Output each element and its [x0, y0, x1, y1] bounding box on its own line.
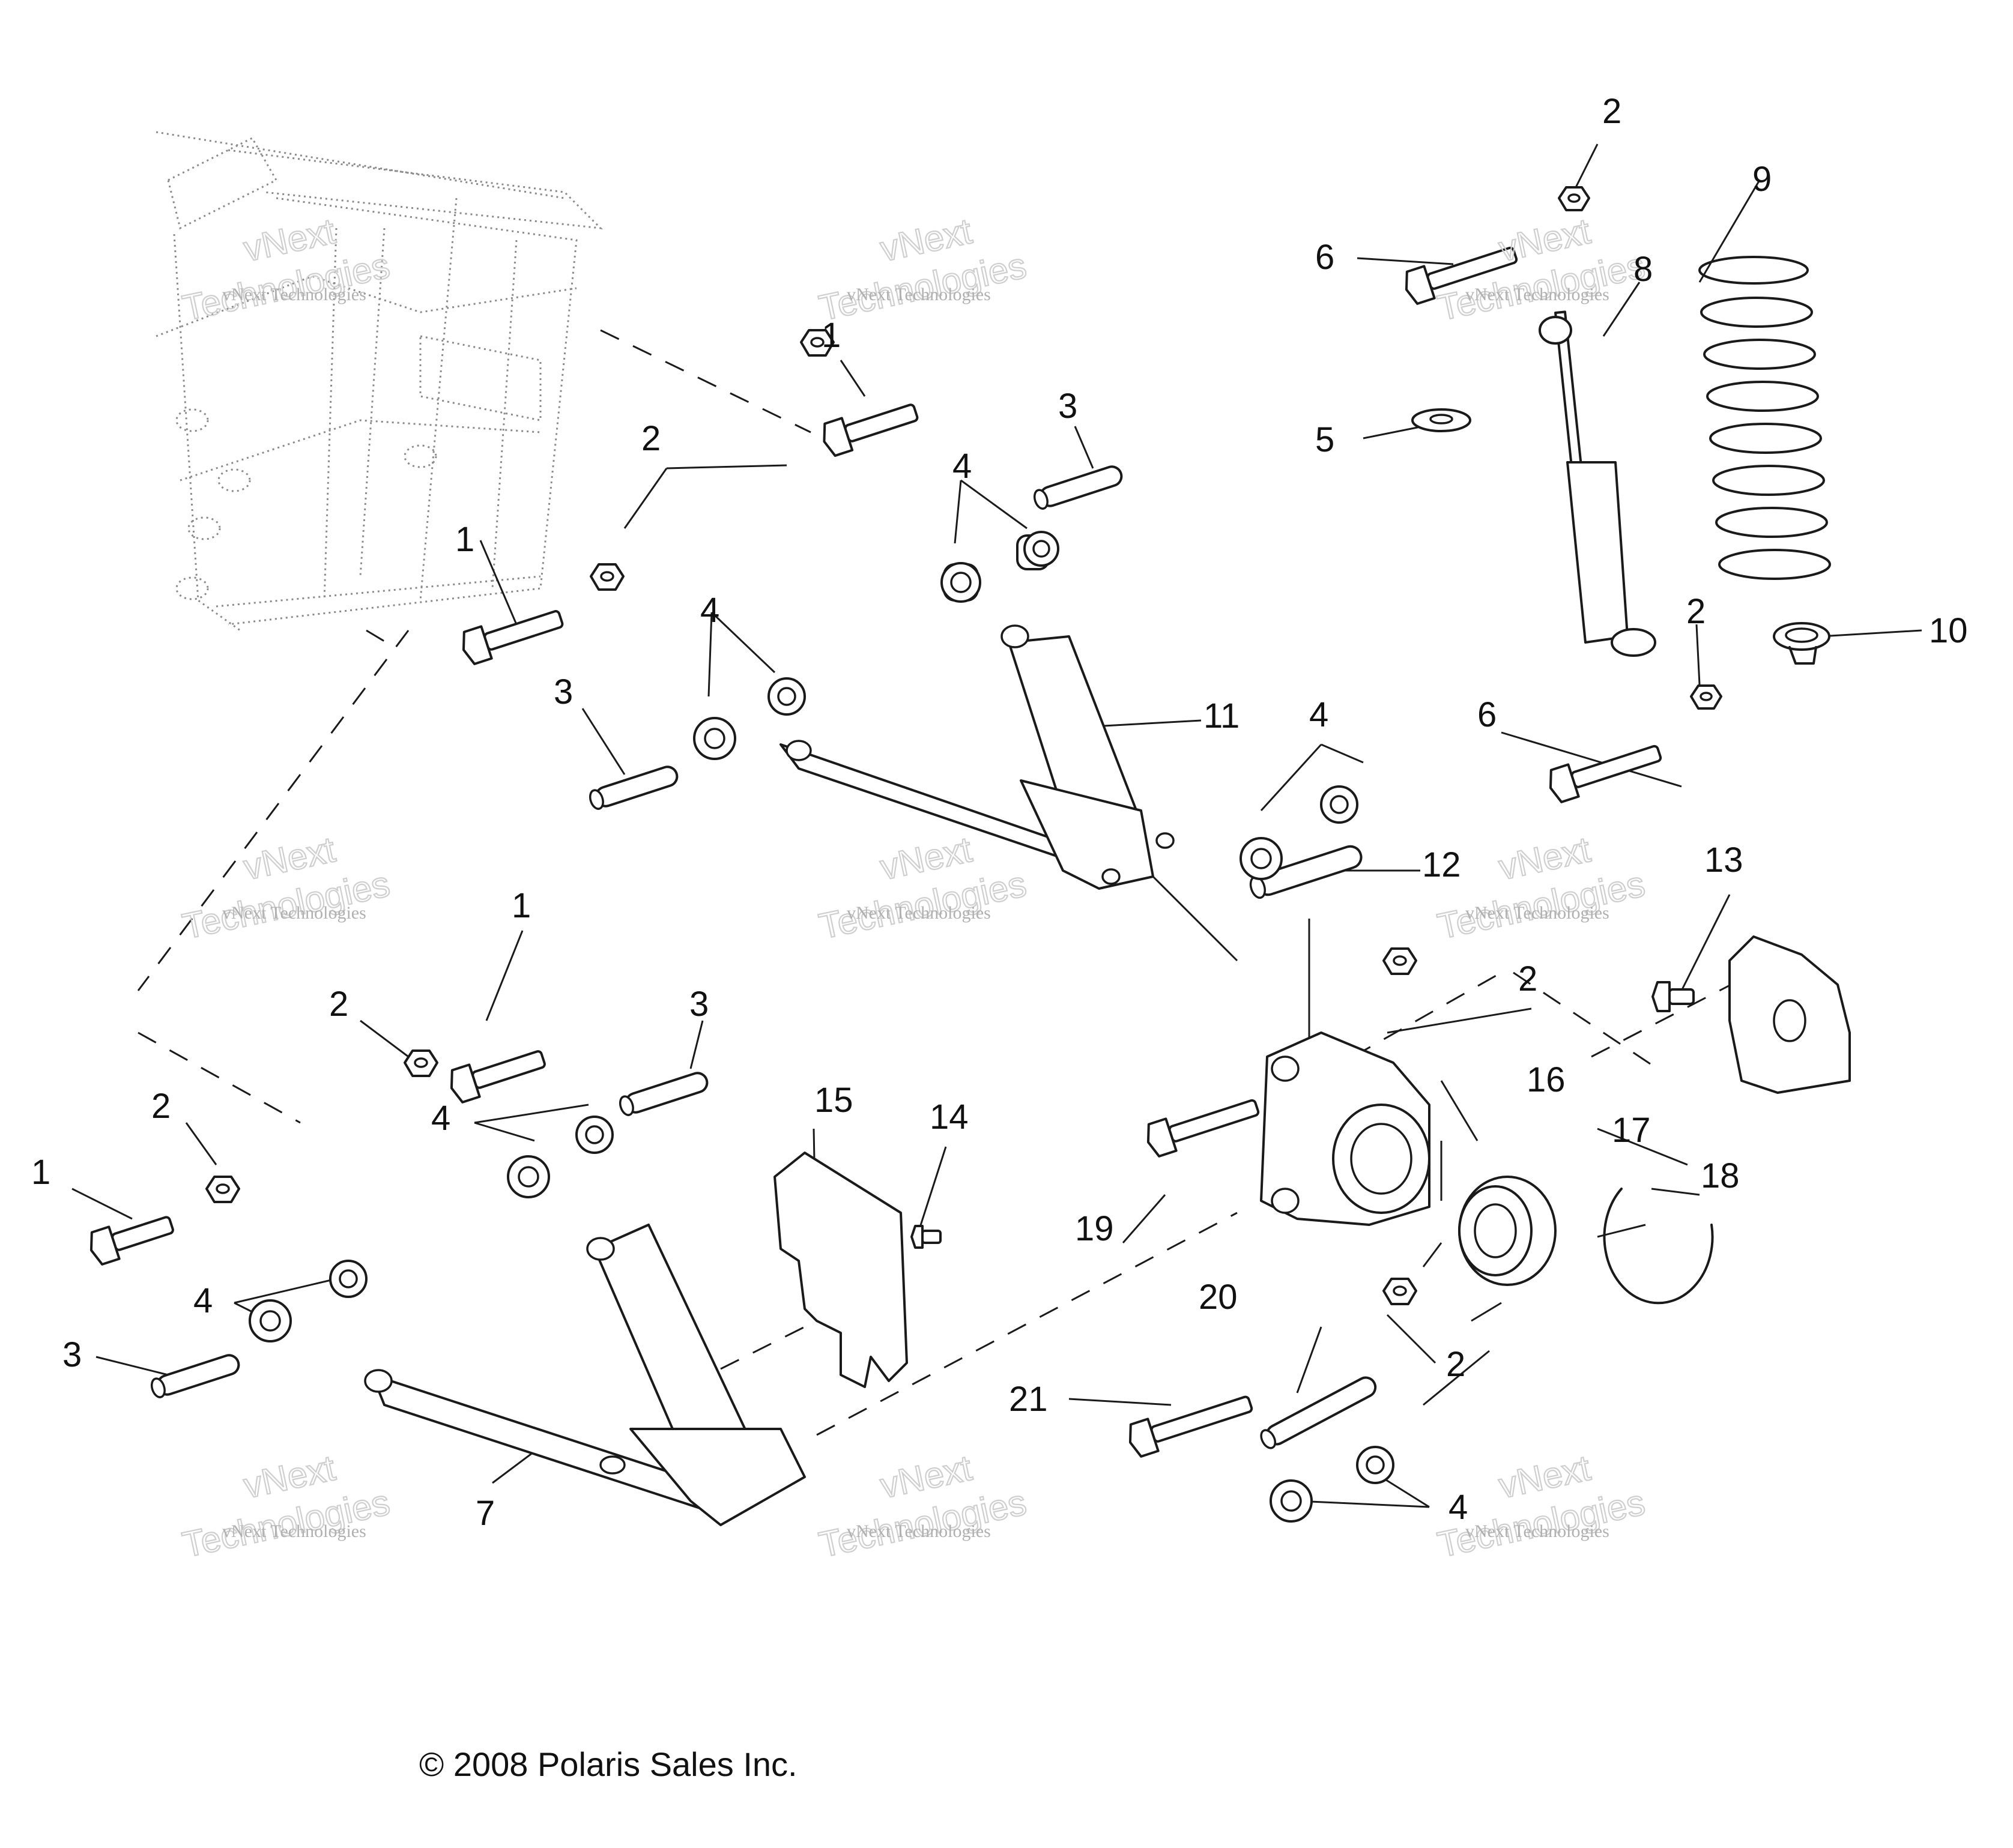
callout-1: 1 — [31, 1153, 50, 1192]
part-washers — [1411, 408, 1830, 665]
callout-4: 4 — [431, 1099, 450, 1138]
part-knuckle — [1260, 1031, 1430, 1226]
callout-2: 2 — [1686, 592, 1706, 631]
callout-2: 2 — [1446, 1345, 1465, 1384]
callout-labels: 2 9 6 8 1 3 2 5 4 1 2 10 4 3 11 6 4 12 1… — [31, 92, 1968, 1533]
part-skid-plate — [773, 1152, 908, 1388]
part-shock — [1539, 310, 1656, 657]
wm-label: vNext Technologies — [1465, 1521, 1609, 1541]
part-bushings — [249, 531, 1394, 1523]
part-snap-ring — [1603, 1188, 1714, 1305]
wm-label: vNext Technologies — [222, 285, 366, 304]
part-bearing — [1458, 1176, 1557, 1286]
leader-lines — [71, 143, 1922, 1508]
callout-12: 12 — [1422, 845, 1461, 884]
callout-5: 5 — [1315, 420, 1334, 459]
callout-1: 1 — [455, 520, 474, 559]
callout-21: 21 — [1009, 1380, 1048, 1419]
callout-4: 4 — [1448, 1488, 1468, 1527]
callout-16: 16 — [1527, 1060, 1566, 1099]
part-sleeves — [150, 465, 1377, 1449]
wm-label: vNext Technologies — [1465, 903, 1609, 923]
part-caliper — [1728, 935, 1851, 1094]
callout-14: 14 — [930, 1098, 969, 1137]
wm-label: vNext Technologies — [1465, 285, 1609, 304]
callout-7: 7 — [476, 1494, 495, 1533]
callout-15: 15 — [814, 1081, 853, 1120]
callout-2: 2 — [1602, 92, 1621, 131]
callout-9: 9 — [1752, 160, 1772, 199]
callout-4: 4 — [700, 591, 719, 630]
wm-label: vNext Technologies — [222, 1521, 366, 1541]
part-bolts — [89, 246, 1695, 1458]
callout-18: 18 — [1701, 1156, 1740, 1195]
callout-11: 11 — [1203, 696, 1240, 735]
wm-label: vNext Technologies — [222, 903, 366, 923]
callout-3: 3 — [1058, 387, 1077, 426]
wm-label: vNext Technologies — [847, 285, 991, 304]
callout-17: 17 — [1612, 1111, 1651, 1150]
callout-10: 10 — [1929, 611, 1968, 650]
part-lower-a-arm — [364, 1224, 806, 1526]
callout-6: 6 — [1477, 695, 1497, 734]
vehicle-frame — [156, 131, 604, 632]
part-spring — [1698, 256, 1831, 580]
callout-1: 1 — [512, 886, 531, 925]
callout-3: 3 — [689, 985, 709, 1024]
callout-20: 20 — [1199, 1278, 1238, 1317]
callout-2: 2 — [1518, 959, 1537, 998]
wm-label: vNext Technologies — [847, 903, 991, 923]
callout-2: 2 — [151, 1087, 171, 1126]
callout-19: 19 — [1075, 1209, 1114, 1248]
callout-2: 2 — [329, 985, 348, 1024]
callout-6: 6 — [1315, 238, 1334, 277]
callout-2: 2 — [641, 419, 661, 458]
callout-13: 13 — [1704, 841, 1743, 880]
callout-4: 4 — [952, 447, 972, 486]
callout-3: 3 — [62, 1335, 82, 1374]
alignment-lines — [137, 329, 1778, 1436]
part-upper-a-arm — [779, 624, 1175, 890]
callout-1: 1 — [822, 316, 841, 355]
part-nuts — [205, 186, 1722, 1305]
callout-3: 3 — [554, 672, 573, 711]
copyright-notice: © 2008 Polaris Sales Inc. — [419, 1745, 798, 1783]
wm-label: vNext Technologies — [847, 1521, 991, 1541]
callout-4: 4 — [1309, 695, 1328, 734]
callout-8: 8 — [1633, 250, 1653, 289]
callout-4: 4 — [193, 1281, 213, 1320]
